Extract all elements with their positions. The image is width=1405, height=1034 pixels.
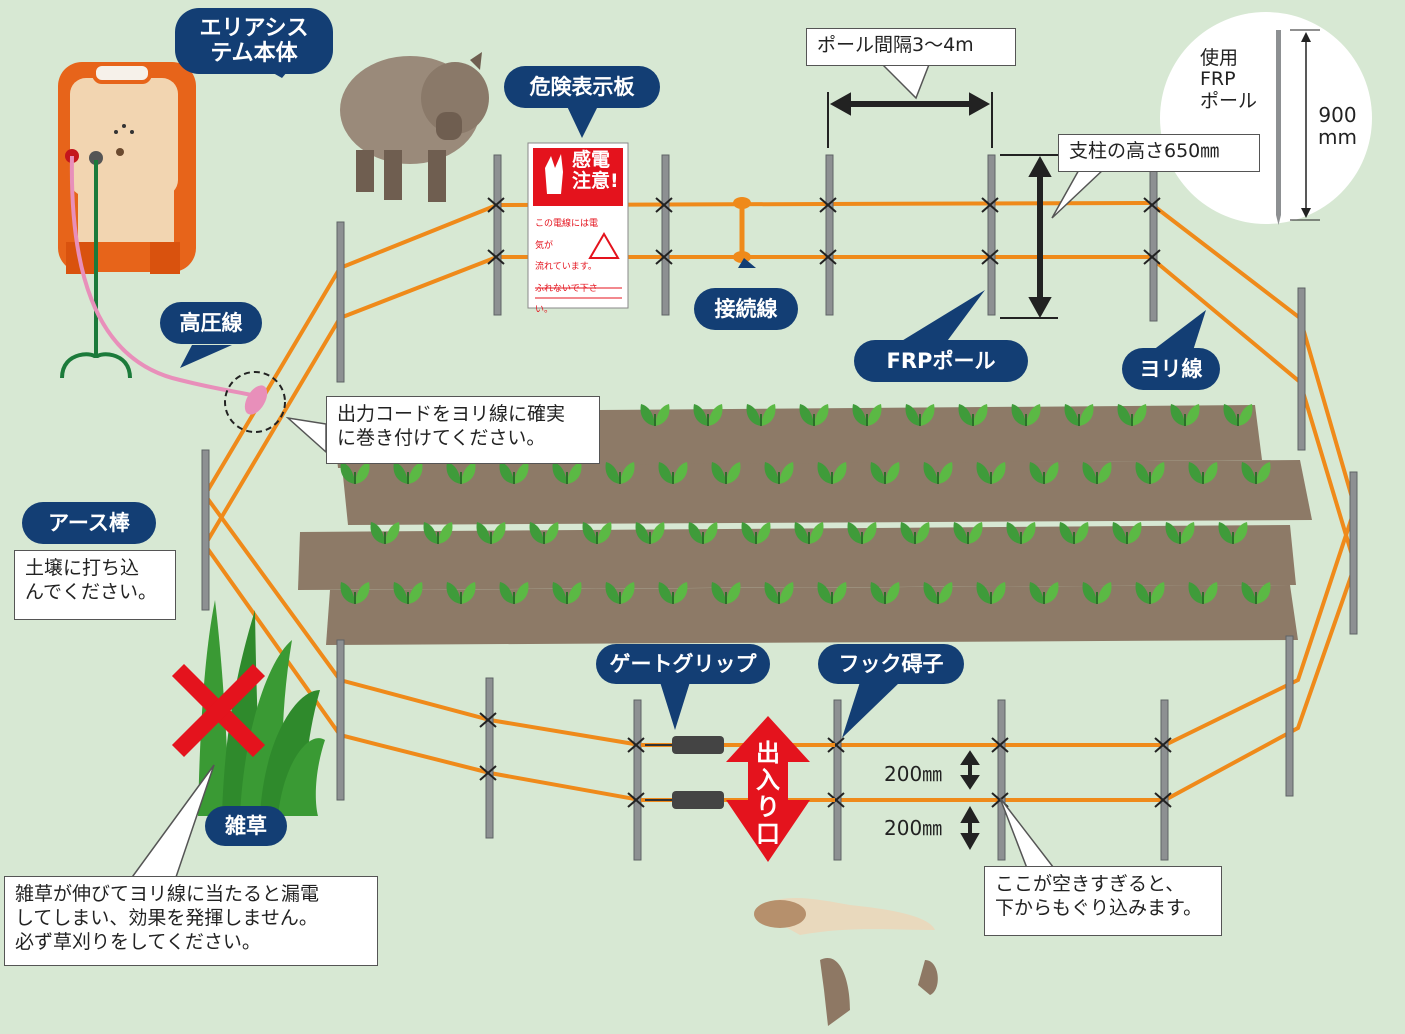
cable-wrap-point [244,385,268,415]
note-weeds: 雑草が伸びてヨリ線に当たると漏電 してしまい、効果を発揮しません。 必ず草刈りを… [4,876,378,966]
label-danger-sign: 危険表示板 [504,66,660,108]
dimension-wire-gap-2: 200㎜ [884,816,943,840]
energizer-unit [58,62,196,274]
note-post-height: 支柱の高さ650㎜ [1058,134,1260,172]
label-connection-wire: 接続線 [694,288,798,330]
entrance-arrow [726,716,810,862]
connection-highlight-circle [224,371,286,433]
dimension-wire-gap-1: 200㎜ [884,762,943,786]
label-gate-grip: ゲートグリップ [596,644,770,684]
note-pole-spacing: ポール間隔3～4m [806,28,1016,66]
crawling-boar [754,898,938,1026]
dimension-lines [827,92,1058,851]
sign-text: この電線には電気が 流れています。 ふれないで下さい。 [535,219,599,316]
label-weeds: 雑草 [205,806,287,846]
connection-wire [733,197,751,263]
label-twisted-wire: ヨリ線 [1122,348,1220,390]
note-gap: ここが空きすぎると、 下からもぐり込みます。 [984,866,1222,936]
label-ground-rod: アース棒 [22,502,156,544]
label-entrance: 出入り口 [756,739,780,848]
prohibited-x-mark [171,663,266,758]
callout-pointers [180,60,1206,738]
note-output-cord: 出力コードをヨリ線に確実 に巻き付けてください。 [326,396,600,464]
label-frp-pole: FRPポール [854,340,1028,382]
label-energizer: エリアシス テム本体 [175,8,333,74]
label-high-voltage-wire: 高圧線 [160,302,262,344]
inset-pole-label: 使用 FRP ポール [1200,47,1258,112]
frp-poles [201,154,1358,861]
inset-height-value: 900 mm [1318,103,1357,150]
label-hook-insulator: フック碍子 [818,644,964,684]
ground-rod [60,160,132,379]
danger-sign [527,142,629,309]
gate-grip [641,736,835,809]
wild-boar [340,52,489,202]
high-voltage-cable [69,155,257,398]
box-pointers [128,61,1107,881]
sign-title: 感電 注意! [572,149,619,193]
note-ground-rod: 土壌に打ち込 んでください。 [14,550,176,620]
